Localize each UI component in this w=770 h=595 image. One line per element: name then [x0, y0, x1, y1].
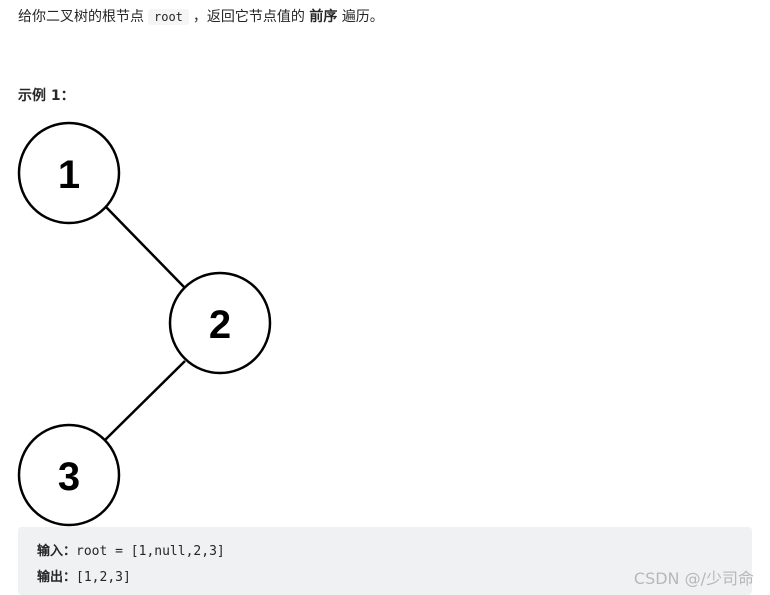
tree-node-2	[168, 271, 272, 375]
problem-emphasis: 前序	[309, 9, 338, 25]
output-label: 输出：	[37, 570, 77, 585]
input-label: 输入：	[37, 544, 77, 559]
problem-text-before: 给你二叉树的根节点	[18, 9, 144, 25]
tree-node-3	[17, 423, 121, 527]
inline-code-root: root	[148, 9, 189, 25]
edge-1-2	[105, 206, 186, 289]
tree-node-1	[17, 121, 121, 225]
problem-text-middle: ，返回它节点值的	[192, 9, 305, 25]
tree-node-1-label: 1	[58, 153, 80, 197]
tree-node-2-label: 2	[209, 303, 231, 347]
edge-2-3	[104, 360, 186, 441]
input-value: root = [1,null,2,3]	[76, 544, 225, 559]
input-line: 输入：root = [1,null,2,3]	[37, 543, 225, 561]
output-value: [1,2,3]	[76, 570, 131, 585]
output-line: 输出：[1,2,3]	[37, 569, 131, 587]
problem-text-after: 遍历。	[341, 9, 384, 25]
tree-node-3-label: 3	[58, 455, 80, 499]
example-io-block: 输入：root = [1,null,2,3] 输出：[1,2,3]	[18, 527, 752, 595]
csdn-watermark: CSDN @/少司命	[633, 569, 754, 588]
example-title: 示例 1：	[18, 88, 75, 104]
